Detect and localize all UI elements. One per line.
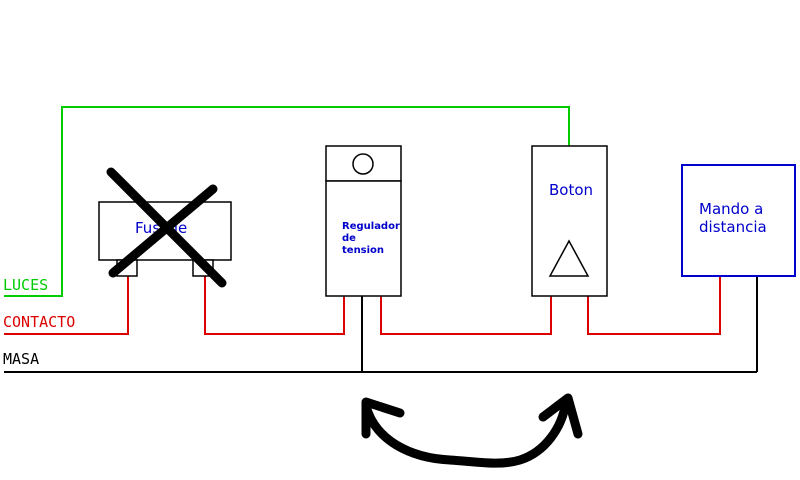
contacto-label: CONTACTO [3,313,75,331]
mando-component: Mando a distancia [681,164,796,277]
mando-label-line1: Mando a [699,200,763,218]
cross-out-icon [106,167,227,288]
contacto-wire-button-to-remote [587,261,721,335]
triangle-icon [548,239,590,277]
regulador-body [325,180,402,297]
luces-wire [4,106,570,297]
mando-body [681,164,796,277]
regulador-component: Regulador de tension [325,145,402,297]
masa-label: MASA [3,350,39,368]
fusible-body [98,201,232,261]
contacto-wire-regulator-to-button [380,296,552,335]
boton-label: Boton [549,181,593,199]
curved-double-arrow-icon [361,393,583,468]
contacto-wire-fuse-to-regulator [204,275,345,335]
boton-component: Boton [531,145,608,297]
mando-label-line2: distancia [699,218,767,236]
regulador-hole [352,153,374,175]
regulador-label-line3: tension [342,245,384,256]
regulador-label-line1: Regulador [342,221,400,232]
contacto-wire-left [4,275,129,335]
luces-label: LUCES [3,276,48,294]
regulador-label-line2: de [342,233,356,244]
